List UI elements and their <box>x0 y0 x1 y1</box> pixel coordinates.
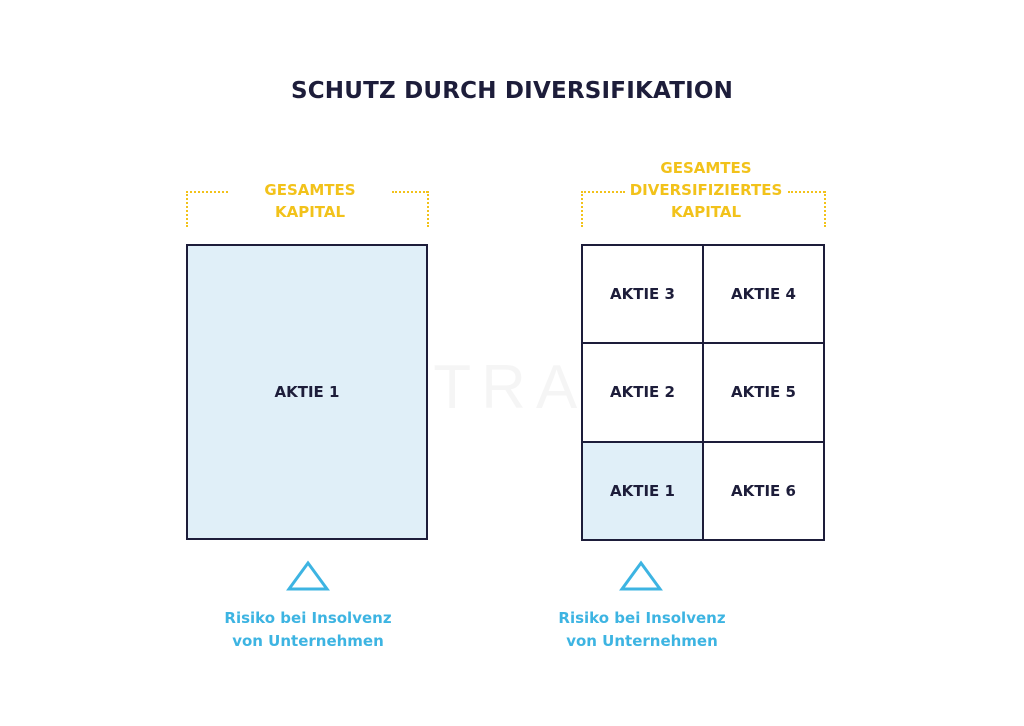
grid-cell-label: AKTIE 4 <box>731 285 796 304</box>
left-capital-label-line1: GESAMTES <box>264 181 356 199</box>
right-risk-line1: Risiko bei Insolvenz <box>558 609 726 627</box>
left-risk-triangle-icon <box>286 560 330 591</box>
left-risk-line1: Risiko bei Insolvenz <box>224 609 392 627</box>
left-bracket-right-top <box>392 191 428 193</box>
grid-cell-label: AKTIE 3 <box>610 285 675 304</box>
left-risk-line2: von Unternehmen <box>232 632 384 650</box>
grid-cell-label: AKTIE 2 <box>610 383 675 402</box>
right-bracket-right-top <box>788 191 825 193</box>
right-bracket-right-leg <box>824 191 826 227</box>
left-box-label: AKTIE 1 <box>274 383 340 401</box>
grid-cell: AKTIE 5 <box>704 344 823 441</box>
grid-cell: AKTIE 6 <box>704 442 823 539</box>
right-capital-label-line2: DIVERSIFIZIERTES <box>629 181 783 199</box>
right-risk-label: Risiko bei Insolvenz von Unternehmen <box>532 607 752 653</box>
grid-cell: AKTIE 3 <box>583 246 702 343</box>
left-bracket-right-leg <box>427 191 429 227</box>
grid-cell: AKTIE 2 <box>583 344 702 441</box>
right-capital-label: GESAMTES DIVERSIFIZIERTES KAPITAL <box>613 157 799 223</box>
grid-cell: AKTIE 4 <box>704 246 823 343</box>
right-bracket-left-top <box>581 191 625 193</box>
page-title: SCHUTZ DURCH DIVERSIFIKATION <box>290 78 734 104</box>
right-risk-triangle-icon <box>619 560 663 591</box>
left-risk-label: Risiko bei Insolvenz von Unternehmen <box>198 607 418 653</box>
grid-cell-label: AKTIE 1 <box>610 481 675 500</box>
grid-cell-highlighted: AKTIE 1 <box>583 442 702 539</box>
left-bracket-left-top <box>186 191 228 193</box>
grid-cell-label: AKTIE 6 <box>731 481 796 500</box>
right-risk-line2: von Unternehmen <box>566 632 718 650</box>
right-capital-label-line3: KAPITAL <box>670 203 742 221</box>
left-capital-box: AKTIE 1 <box>186 244 428 540</box>
left-bracket-left-leg <box>186 191 188 227</box>
diversified-grid: AKTIE 3 AKTIE 4 AKTIE 2 AKTIE 5 AKTIE 1 … <box>581 244 825 541</box>
left-capital-label-line2: KAPITAL <box>274 203 346 221</box>
right-capital-label-line1: GESAMTES <box>660 159 752 177</box>
right-bracket-left-leg <box>581 191 583 227</box>
grid-cell-label: AKTIE 5 <box>731 383 796 402</box>
left-capital-label: GESAMTES KAPITAL <box>230 179 390 223</box>
